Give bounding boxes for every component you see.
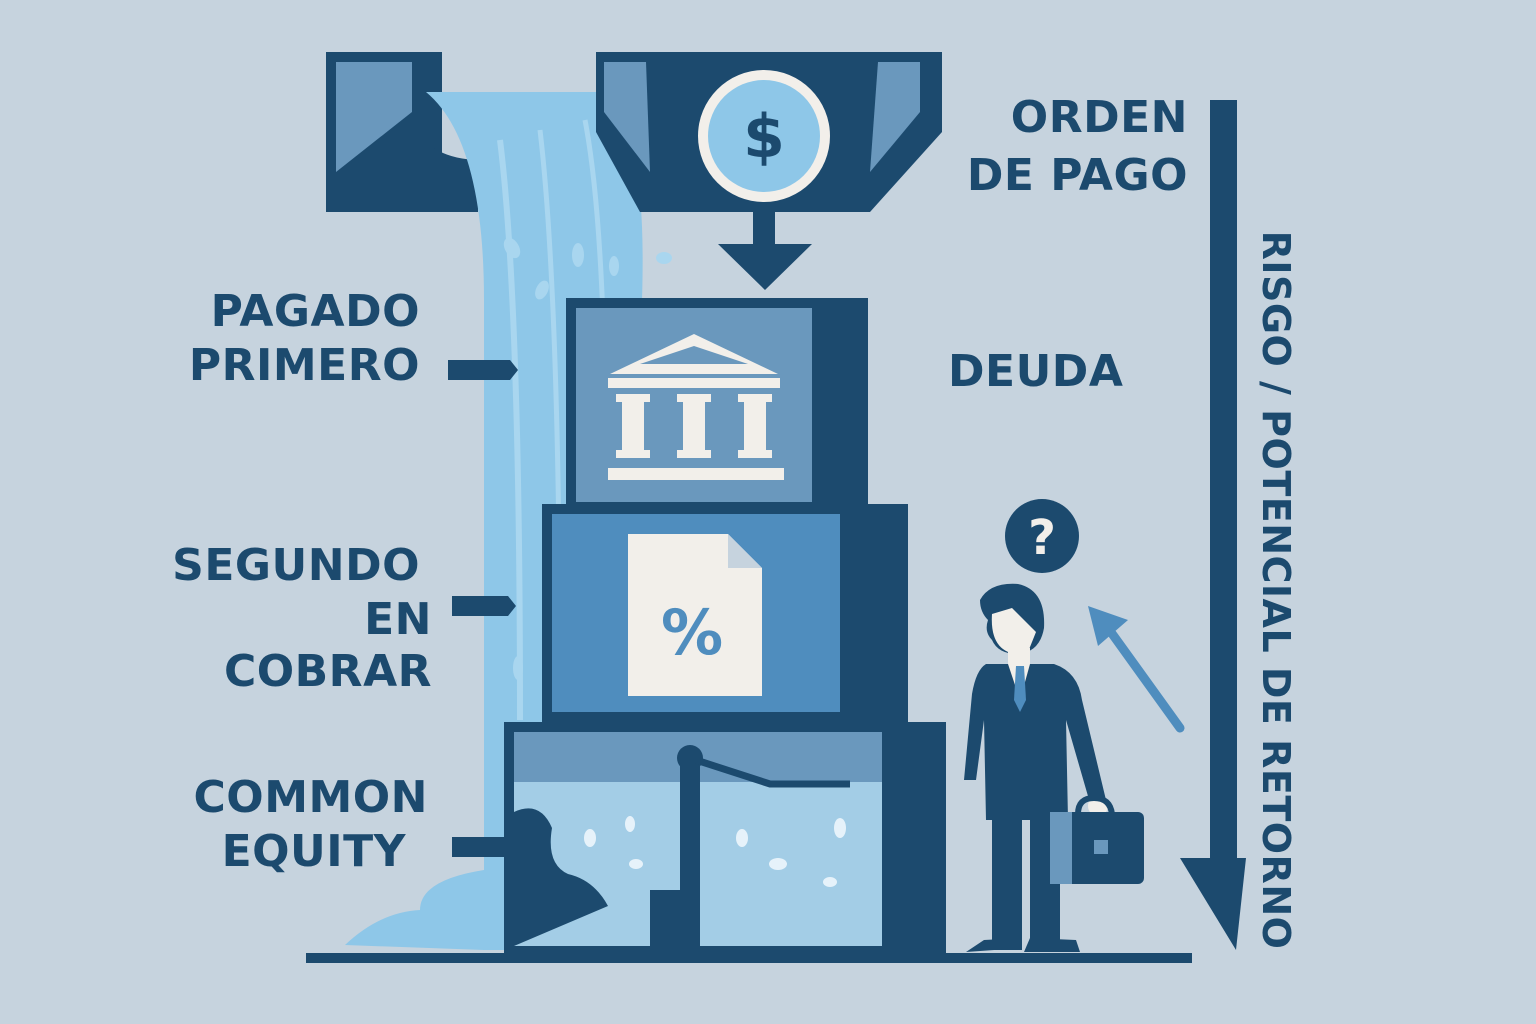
pointer-arrow-second [452,596,516,616]
paid-first-line2: PRIMERO [188,340,420,391]
question-symbol: ? [1028,510,1056,566]
common-equity-line2: EQUITY [221,826,406,877]
risk-return-vertical-label: RISGO / POTENCIAL DE RETORNO [1254,230,1298,950]
down-arrow-icon [718,204,812,290]
ground-line [306,953,1192,963]
second-collect-line2: EN COBRAR [223,594,432,697]
document-symbol: % [661,596,723,669]
pointer-arrow-debt [448,360,518,380]
rising-return-arrow [1088,606,1185,733]
briefcase-icon [1050,794,1144,884]
left-pipe-outlet [326,52,478,212]
common-equity-line1: COMMON [193,772,428,823]
bank-icon [608,334,784,480]
coin-symbol: $ [743,102,785,172]
debt-label: DEUDA [948,346,1124,397]
investor-figure [964,583,1108,952]
valve-lever-icon [650,745,850,950]
order-title-line1: ORDEN [1010,92,1188,143]
paid-first-line1: PAGADO [210,286,420,337]
equity-tier-block [504,722,946,956]
percent-document-icon: % [628,534,762,696]
second-collect-line1: SEGUNDO [172,540,420,591]
payment-order-arrow [1180,100,1246,950]
order-title-line2: DE PAGO [966,150,1188,201]
question-bubble-icon: ? [1005,499,1079,573]
pointer-arrow-equity [452,837,504,857]
dollar-coin-icon: $ [698,70,830,202]
